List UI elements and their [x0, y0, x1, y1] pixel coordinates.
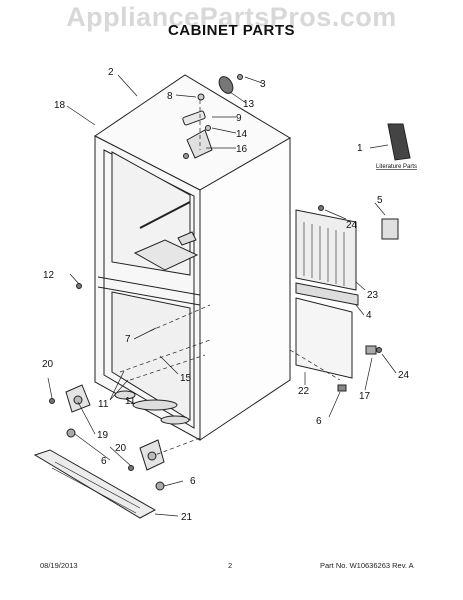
callout-10: 9: [236, 113, 242, 124]
callout-12: 12: [43, 270, 55, 281]
callout-6-left: 6: [101, 456, 107, 467]
footer-page-number: 2: [228, 561, 233, 570]
callout-17: 18: [54, 100, 66, 111]
callout-19: 19: [97, 430, 109, 441]
callout-15: 15: [180, 373, 192, 384]
callout-14: 14: [236, 129, 248, 140]
literature-booklet: [387, 123, 411, 161]
base-grille: [33, 449, 157, 519]
callout-4: 4: [366, 310, 372, 321]
callout-5: 5: [377, 195, 383, 206]
callout-2: 2: [108, 67, 114, 78]
callout-24-top: 24: [346, 220, 358, 231]
grille: [295, 209, 357, 291]
callout-20-left: 20: [42, 359, 54, 370]
callout-21: 23: [367, 290, 379, 301]
callout-13: 13: [243, 99, 255, 110]
page-title: CABINET PARTS: [167, 22, 296, 39]
callout-18: 17: [359, 391, 371, 402]
callout-8: 6: [316, 416, 322, 427]
callout-11-right: 11: [125, 396, 136, 407]
cabinet-side: [199, 137, 291, 441]
literature-parts-label: Literature Parts: [376, 164, 417, 170]
callout-23: 22: [298, 386, 310, 397]
callout-24-right: 24: [398, 370, 410, 381]
callout-20-right: 20: [115, 443, 127, 454]
lower-cavity: [111, 291, 191, 421]
footer-date: 08/19/2013: [40, 561, 78, 570]
toe-grille-panel: [295, 297, 353, 379]
callout-6-right: 6: [190, 476, 196, 487]
mullion: [97, 276, 201, 296]
callout-16: 16: [236, 144, 248, 155]
callout-22: 21: [181, 512, 193, 523]
callout-9: 8: [167, 91, 173, 102]
callout-11-left: 11: [98, 399, 109, 410]
watermark: AppliancePartsPros.com: [66, 2, 397, 32]
footer-part-number: Part No. W10636263 Rev. A: [320, 561, 414, 570]
callout-3: 3: [260, 79, 266, 90]
callout-7: 7: [125, 334, 131, 345]
callout-1: 1: [357, 143, 363, 154]
